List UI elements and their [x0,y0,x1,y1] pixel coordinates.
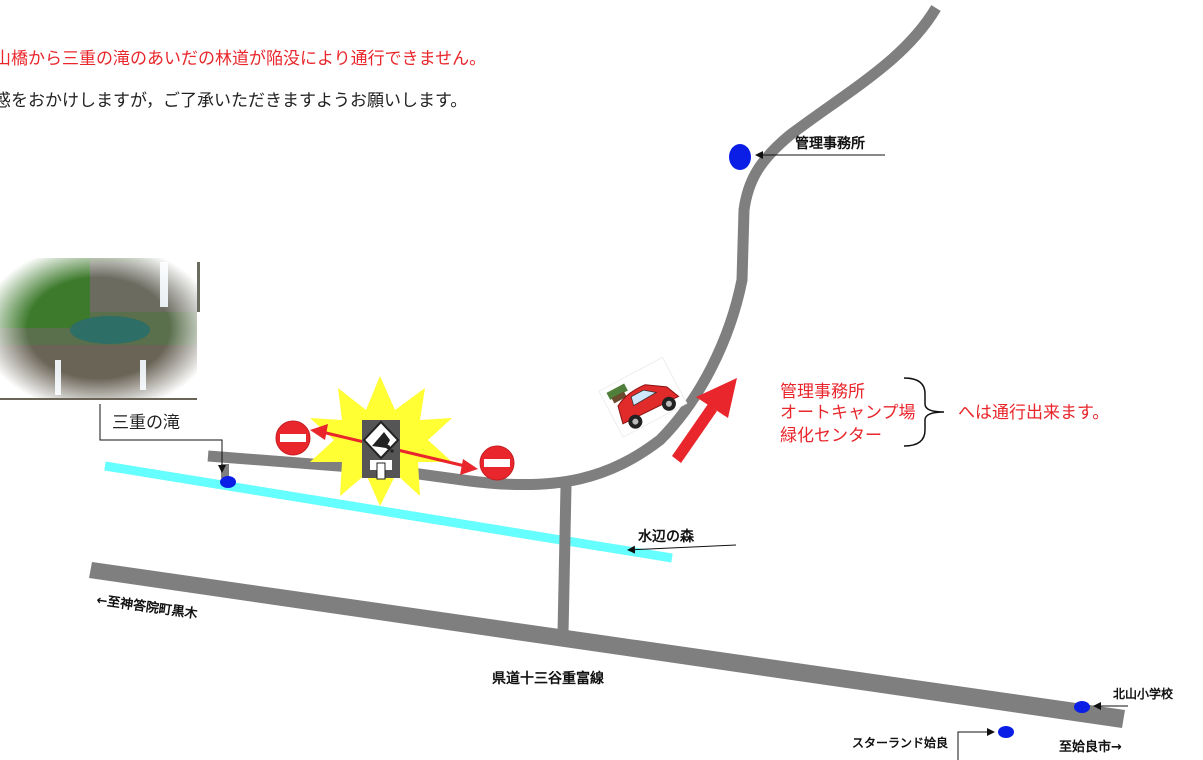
mie-falls-pointer [99,404,226,473]
starland-pointer [957,728,995,760]
mie-falls-marker [220,476,236,488]
kitayama-school-label: 北山小学校 [1113,686,1174,701]
grouping-brace [903,377,945,447]
passable-item-2: 緑化センター [780,426,882,446]
to-aira-city-label: 至姶良市→ [1059,739,1122,755]
passable-item-1: オートキャンプ場 [780,403,916,423]
kitayama-school-marker [1074,701,1090,713]
mizube-forest-label: 水辺の森 [638,528,695,545]
starland-marker [998,726,1014,738]
closure-notice-line2: 惑をおかけしますが，ご了承いただきますようお願いします。 [0,91,468,111]
mizube-forest-pointer [627,544,737,554]
mie-falls-label: 三重の滝 [112,413,180,433]
arrow-head-left [310,424,328,440]
river [104,461,673,563]
waterfall-photo [0,258,200,400]
connector-road [557,485,572,635]
passable-direction-arrow [672,378,737,463]
prefectural-road-label: 県道十三谷重富線 [492,670,604,687]
car-icon [598,356,688,438]
prefectural-road [89,562,1125,728]
arrow-head-right [460,459,478,475]
no-entry-sign-icon [479,445,515,481]
forest-road [207,5,941,491]
passable-suffix: へは通行出来ます。 [958,403,1109,423]
landslide-warning-icon [362,420,400,480]
starland-label: スターランド姶良 [852,735,948,750]
management-office-marker [729,144,751,170]
passable-item-0: 管理事務所 [780,382,865,402]
closure-notice-line1: 山橋から三重の滝のあいだの林道が陥没により通行できません。 [0,49,487,69]
no-entry-sign-icon [275,420,311,456]
management-office-label: 管理事務所 [795,135,865,152]
to-kamou-label: ←至神答院町黒木 [95,592,199,622]
